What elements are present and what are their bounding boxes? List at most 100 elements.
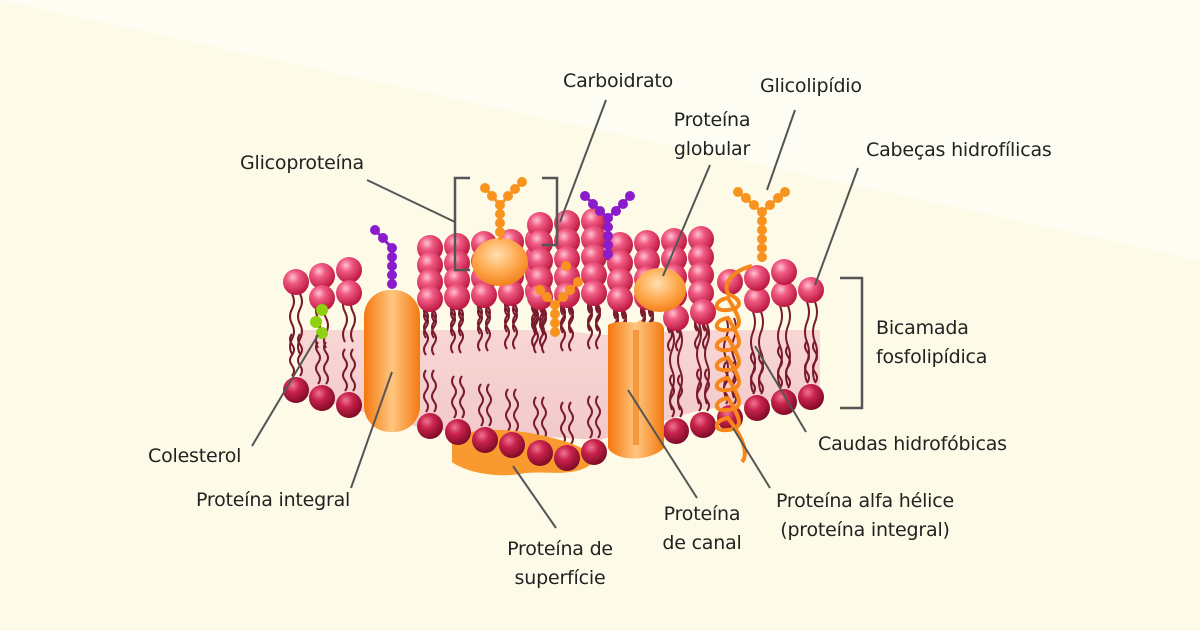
hydrophobic-tail (669, 374, 675, 418)
glycolipid-unit (773, 193, 783, 203)
glycolipid-unit (588, 199, 598, 209)
leader-line (350, 371, 393, 489)
phospholipid-head (581, 244, 607, 270)
phospholipid-head-dark (283, 377, 309, 403)
phospholipid-head (554, 246, 580, 272)
hydrophobic-tail (512, 304, 518, 350)
carbohydrate-unit (550, 300, 560, 310)
hydrophobic-tail (785, 305, 791, 387)
carbohydrate-unit (495, 218, 505, 228)
hydrophobic-tail (350, 348, 356, 392)
leader-line (814, 167, 859, 286)
cholesterol-molecule (310, 316, 322, 328)
phospholipid-head (744, 287, 770, 313)
glycolipid-unit (603, 213, 613, 223)
label-proteina-globular: Proteína globular (667, 106, 757, 164)
phospholipid-head (771, 259, 797, 285)
hydrophobic-tail (485, 306, 491, 352)
carbohydrate-unit (550, 318, 560, 328)
phospholipid-head-dark (527, 440, 553, 466)
label-proteina-alfa-helice: Proteína alfa hélice (proteína integral) (770, 487, 960, 545)
label-colesterol: Colesterol (148, 445, 242, 467)
hydrophobic-tail (323, 341, 329, 385)
glycolipid-unit (387, 261, 397, 271)
carbohydrate-unit (565, 285, 575, 295)
phospholipid-head (744, 265, 770, 291)
label-alfa-line1: Proteína alfa hélice (775, 490, 954, 512)
hydrophobic-tail (486, 383, 492, 427)
glycolipid-unit (757, 216, 767, 226)
hydrophobic-tail (677, 374, 683, 418)
hydrophobic-tail (533, 396, 539, 440)
carbohydrate-unit (503, 191, 513, 201)
integral-protein (364, 290, 420, 432)
glycolipid-unit (387, 243, 397, 253)
hydrophobic-tail (812, 301, 818, 383)
phospholipid-head (336, 257, 362, 283)
phospholipid-head (688, 226, 714, 252)
hydrophobic-tail (505, 388, 511, 432)
hydrophobic-tail (595, 395, 601, 439)
hydrophobic-tail (315, 341, 321, 385)
leader-line (559, 99, 607, 223)
phospholipid-head (607, 232, 633, 258)
leader-line (627, 389, 698, 499)
glycolipid-unit (603, 249, 613, 259)
hydrophobic-tail (541, 396, 547, 440)
hydrophobic-tail (513, 388, 519, 432)
background-light-band (0, 0, 1200, 260)
glycolipid-unit (611, 206, 621, 216)
glycolipid-unit (757, 207, 767, 217)
bilayer-core (300, 330, 820, 440)
hydrophobic-tail (568, 306, 574, 352)
phospholipid-head (581, 262, 607, 288)
carbohydrate-unit (542, 292, 552, 302)
glycolipid-unit (370, 225, 380, 235)
glycolipid-unit (741, 193, 751, 203)
glycolipid-unit (757, 243, 767, 253)
phospholipid-head-dark (663, 418, 689, 444)
carbohydrate-unit (550, 327, 560, 337)
hydrophobic-tail (704, 368, 710, 412)
phospholipid-head (688, 244, 714, 270)
phospholipid-head-dark (499, 432, 525, 458)
hydrophobic-tail (431, 369, 437, 413)
hydrophobic-tail (541, 308, 547, 354)
glycolipid-unit (618, 199, 628, 209)
phospholipid-head (309, 285, 335, 311)
phospholipid-head-dark (771, 389, 797, 415)
label-caudas-hidrofobicas: Caudas hidrofóbicas (818, 433, 1007, 455)
phospholipid-head (607, 286, 633, 312)
glycolipid-unit (625, 191, 635, 201)
cholesterol-molecule (316, 327, 328, 339)
hydrophobic-tail (696, 368, 702, 412)
label-carboidrato: Carboidrato (563, 70, 674, 92)
leader-line (662, 164, 711, 277)
phospholipid-head (771, 281, 797, 307)
glycolipid-unit (603, 240, 613, 250)
glycolipid-unit (387, 279, 397, 289)
glycolipid-unit (603, 222, 613, 232)
leader-line (251, 334, 319, 447)
label-proteina-globular-line2: globular (673, 138, 751, 160)
phospholipid-head (554, 210, 580, 236)
glycolipid-unit (387, 270, 397, 280)
phospholipid-head (498, 280, 524, 306)
phospholipid-head (634, 230, 660, 256)
hydrophobic-tail (423, 310, 429, 356)
label-superficie-line1: Proteína de (507, 538, 613, 560)
carbohydrate-unit (535, 285, 545, 295)
phospholipid-head (283, 269, 309, 295)
hydrophobic-tail (478, 383, 484, 427)
glycolipid-unit (757, 252, 767, 262)
hydrophobic-tail (451, 375, 457, 419)
bilayer-bracket (840, 276, 864, 410)
phospholipid-head (690, 299, 716, 325)
hydrophobic-tail (289, 293, 295, 355)
phospholipid-head-dark (554, 445, 580, 471)
label-proteina-de-superficie: Proteína de superfície (495, 535, 625, 593)
glycoprotein-globular (472, 238, 528, 286)
phospholipid-bilayer (283, 176, 864, 476)
leader-line (766, 109, 796, 191)
